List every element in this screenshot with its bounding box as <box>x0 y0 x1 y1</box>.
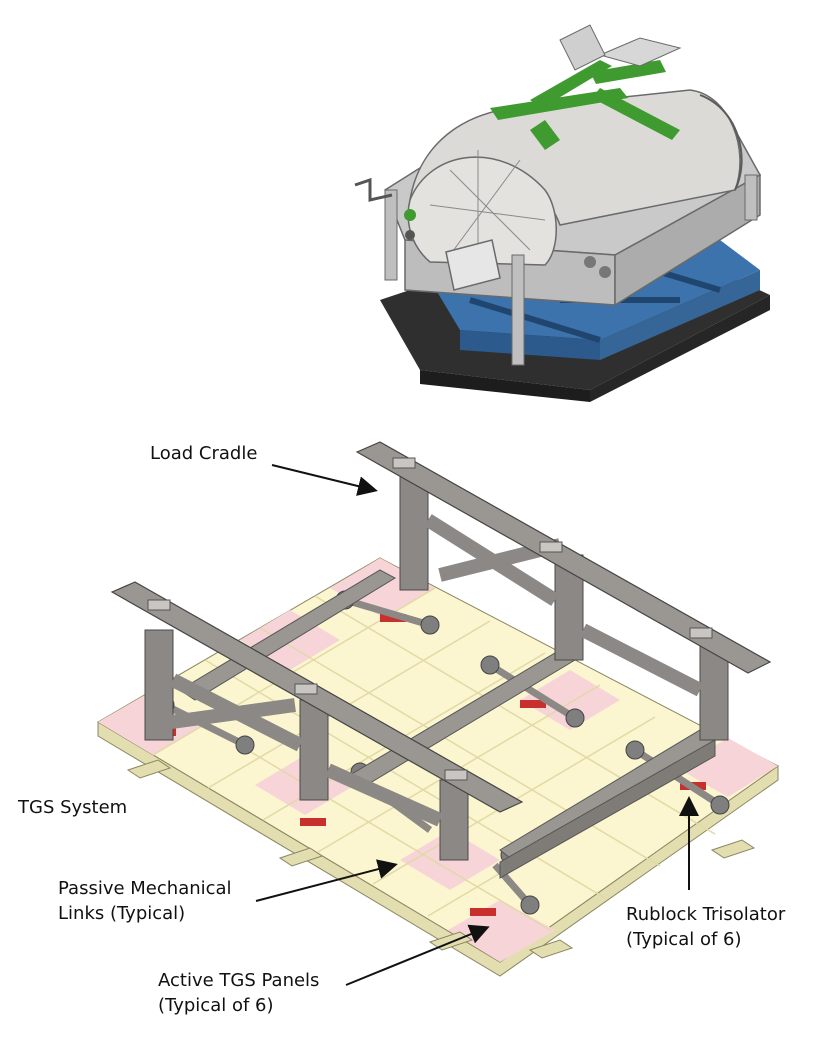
label-line: (Typical of 6) <box>626 929 742 950</box>
label-line: (Typical of 6) <box>158 995 274 1016</box>
electrical-box <box>445 239 501 291</box>
green-strap <box>490 88 628 120</box>
active-panels-arrow <box>345 924 490 986</box>
cradle-top-rail <box>110 581 524 813</box>
label-line: Rublock Trisolator <box>626 904 786 925</box>
corner-post <box>384 189 398 281</box>
label-line: Links (Typical) <box>58 903 186 924</box>
label-passive-mechanical-links: Passive Mechanical Links (Typical) <box>58 876 232 926</box>
cradle-upright <box>144 469 729 861</box>
passive-links-arrow <box>255 859 398 902</box>
label-load-cradle: Load Cradle <box>150 443 258 464</box>
active-tgs-panel <box>520 670 620 730</box>
cradle-top-rail <box>355 441 772 674</box>
label-tgs-system: TGS System <box>18 797 128 818</box>
load-cradle-arrow <box>271 464 378 496</box>
label-line: Active TGS Panels <box>158 970 320 991</box>
label-line: Passive Mechanical <box>58 878 232 899</box>
cradle-beam <box>179 569 397 701</box>
cradle-brace <box>149 514 704 827</box>
label-active-tgs-panels: Active TGS Panels (Typical of 6) <box>158 968 319 1018</box>
crank-handle <box>354 177 393 202</box>
label-rublock-trisolator: Rublock Trisolator (Typical of 6) <box>626 902 785 952</box>
